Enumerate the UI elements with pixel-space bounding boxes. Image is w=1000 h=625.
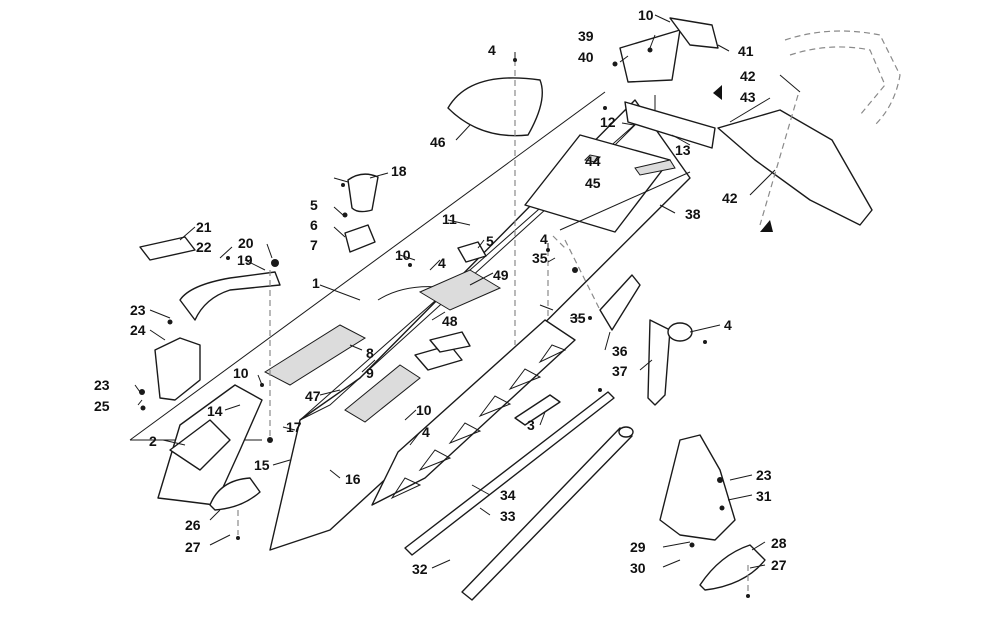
callout-36: 36 xyxy=(612,343,628,359)
callout-47: 47 xyxy=(305,388,321,404)
callout-35b: 35 xyxy=(570,310,586,326)
callout-41: 41 xyxy=(738,43,754,59)
part-21 xyxy=(139,236,196,261)
tunnel-body xyxy=(269,99,691,551)
callout-23c: 23 xyxy=(756,467,772,483)
part-39 xyxy=(619,29,681,83)
callout-49: 49 xyxy=(493,267,509,283)
callout-26: 26 xyxy=(185,517,201,533)
callout-13: 13 xyxy=(675,142,691,158)
front-bulkhead xyxy=(157,384,263,506)
direction-arrows xyxy=(713,85,773,232)
callout-4d: 4 xyxy=(724,317,732,333)
callout-4e: 4 xyxy=(422,424,430,440)
foam-mats xyxy=(263,154,676,423)
callout-5b: 5 xyxy=(486,233,494,249)
side-rail xyxy=(404,391,615,556)
callout-46: 46 xyxy=(430,134,446,150)
small-parts xyxy=(139,17,766,591)
callout-18: 18 xyxy=(391,163,407,179)
part-19 xyxy=(179,271,281,321)
callout-17: 17 xyxy=(286,419,302,435)
part-3 xyxy=(514,394,561,426)
part-48 xyxy=(429,331,471,353)
callout-10a: 10 xyxy=(638,7,654,23)
callout-48: 48 xyxy=(442,313,458,329)
callout-21: 21 xyxy=(196,219,212,235)
part-26 xyxy=(209,477,261,511)
callout-14: 14 xyxy=(207,403,223,419)
callout-20: 20 xyxy=(238,235,254,251)
callout-35a: 35 xyxy=(532,250,548,266)
callout-27a: 27 xyxy=(185,539,201,555)
callout-12: 12 xyxy=(600,114,616,130)
callout-39: 39 xyxy=(578,28,594,44)
callout-1: 1 xyxy=(312,275,320,291)
callout-4c: 4 xyxy=(438,255,446,271)
part-18 xyxy=(347,173,379,213)
callout-22: 22 xyxy=(196,239,212,255)
callout-19: 19 xyxy=(237,252,253,268)
callout-42a: 42 xyxy=(740,68,756,84)
part-31-bracket xyxy=(659,434,736,541)
callout-37: 37 xyxy=(612,363,628,379)
callout-40: 40 xyxy=(578,49,594,65)
callout-10b: 10 xyxy=(395,247,411,263)
callout-30: 30 xyxy=(630,560,646,576)
callout-9: 9 xyxy=(366,365,374,381)
snow-flap xyxy=(717,109,873,226)
callout-33: 33 xyxy=(500,508,516,524)
callout-10d: 10 xyxy=(416,402,432,418)
callout-28: 28 xyxy=(771,535,787,551)
callout-43: 43 xyxy=(740,89,756,105)
leader-lines xyxy=(134,14,801,569)
callout-45: 45 xyxy=(585,175,601,191)
callout-27b: 27 xyxy=(771,557,787,573)
part-41 xyxy=(669,17,719,49)
callout-29: 29 xyxy=(630,539,646,555)
callout-34: 34 xyxy=(500,487,516,503)
part-4-grommet xyxy=(667,322,693,342)
callout-5a: 5 xyxy=(310,197,318,213)
callout-44: 44 xyxy=(585,153,601,169)
part-28 xyxy=(699,544,766,591)
fastener-dots xyxy=(139,47,750,598)
callout-2: 2 xyxy=(149,433,157,449)
rear-bumper-outline xyxy=(784,30,901,126)
part-7 xyxy=(344,224,376,253)
callout-31: 31 xyxy=(756,488,772,504)
callout-11: 11 xyxy=(442,211,457,227)
alignment-lines xyxy=(237,60,799,595)
callout-labels: 1 2 3 4 4 4 4 4 5 5 6 7 8 9 10 10 10 10 … xyxy=(94,7,787,577)
callout-4a: 4 xyxy=(488,42,496,58)
callout-16: 16 xyxy=(345,471,361,487)
callout-3: 3 xyxy=(527,417,535,433)
part-37 xyxy=(647,319,671,406)
callout-10c: 10 xyxy=(233,365,249,381)
part-24 xyxy=(154,337,201,401)
part-36 xyxy=(599,274,641,331)
callout-24: 24 xyxy=(130,322,146,338)
part-13 xyxy=(624,101,716,149)
callout-7: 7 xyxy=(310,237,318,253)
callout-23b: 23 xyxy=(94,377,110,393)
callout-15: 15 xyxy=(254,457,270,473)
heat-exchanger xyxy=(371,319,576,506)
callout-4b: 4 xyxy=(540,231,548,247)
callout-42b: 42 xyxy=(722,190,738,206)
callout-8: 8 xyxy=(366,345,374,361)
callout-38: 38 xyxy=(685,206,701,222)
seat-console xyxy=(447,77,543,137)
rail-tube xyxy=(404,391,634,601)
callout-6: 6 xyxy=(310,217,318,233)
callout-32: 32 xyxy=(412,561,428,577)
callout-23a: 23 xyxy=(130,302,146,318)
callout-25: 25 xyxy=(94,398,110,414)
